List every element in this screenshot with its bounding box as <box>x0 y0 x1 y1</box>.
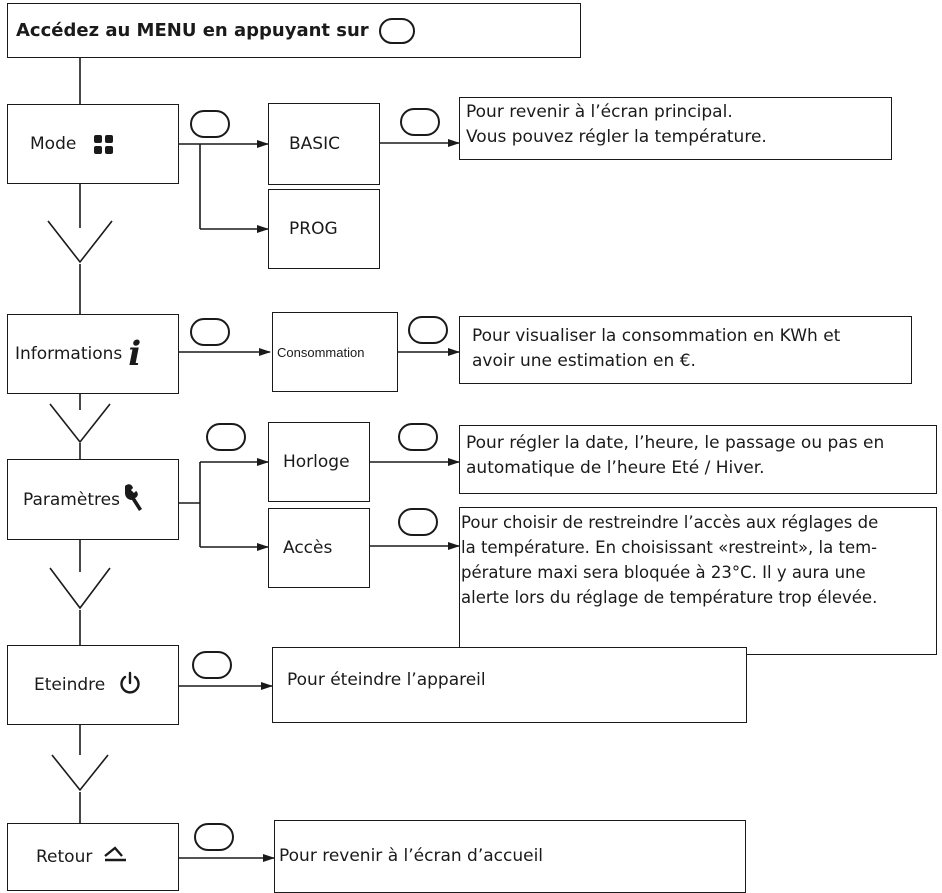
option-basic-label: BASIC <box>289 134 340 154</box>
description-line: Pour revenir à l’écran principal. <box>466 102 733 122</box>
menu-item-mode[interactable]: Mode <box>7 104 179 184</box>
oval-button-icon <box>398 508 438 536</box>
description-line: alerte lors du réglage de température tr… <box>461 588 878 607</box>
header-text: Accédez au MENU en appuyant sur <box>16 20 369 41</box>
menu-item-parametres-label: Paramètres <box>23 489 120 510</box>
description-line: la température. En choisissant «restrein… <box>461 538 878 557</box>
menu-item-informations-label: Informations <box>15 344 123 364</box>
description-line: Pour régler la date, l’heure, le passage… <box>466 433 885 453</box>
menu-item-retour[interactable]: Retour <box>7 823 179 891</box>
oval-button-icon <box>400 108 440 136</box>
oval-button-icon <box>190 318 230 346</box>
description-line: Pour éteindre l’appareil <box>287 670 486 690</box>
four-squares-icon <box>94 134 114 154</box>
description-line: automatique de l’heure Eté / Hiver. <box>466 458 765 478</box>
oval-button-icon <box>378 17 415 44</box>
oval-button-icon <box>192 651 232 679</box>
option-prog[interactable]: PROG <box>268 189 380 269</box>
oval-button-icon <box>194 823 234 851</box>
menu-item-parametres[interactable]: Paramètres <box>7 459 179 540</box>
oval-button-icon <box>408 316 448 344</box>
description-retour: Pour revenir à l’écran d’accueil <box>274 820 746 893</box>
menu-item-eteindre-label: Eteindre <box>34 675 106 695</box>
wrench-icon <box>122 483 144 517</box>
description-eteindre: Pour éteindre l’appareil <box>272 647 747 723</box>
description-line: Vous pouvez régler la température. <box>466 127 767 147</box>
return-arrow-icon <box>102 845 128 869</box>
description-basic: Pour revenir à l’écran principal. Vous p… <box>459 97 892 160</box>
oval-button-icon <box>398 423 438 451</box>
menu-item-informations[interactable]: Informations i <box>7 314 179 394</box>
description-horloge: Pour régler la date, l’heure, le passage… <box>459 425 937 494</box>
description-acces: Pour choisir de restreindre l’accès aux … <box>459 507 937 655</box>
option-prog-label: PROG <box>289 219 338 239</box>
menu-item-eteindre[interactable]: Eteindre <box>7 645 179 725</box>
description-line: Pour choisir de restreindre l’accès aux … <box>461 513 879 532</box>
power-icon <box>117 670 143 700</box>
oval-button-icon <box>206 423 246 451</box>
description-line: Pour visualiser la consommation en KWh e… <box>472 326 841 346</box>
option-acces[interactable]: Accès <box>268 508 370 588</box>
option-consommation[interactable]: Consommation <box>272 312 398 392</box>
option-consommation-label: Consommation <box>277 344 365 360</box>
oval-button-icon <box>190 110 230 138</box>
option-acces-label: Accès <box>283 538 333 558</box>
option-horloge-label: Horloge <box>283 452 350 472</box>
description-line: pérature maxi sera bloquée à 23°C. Il y … <box>461 563 866 582</box>
description-consommation: Pour visualiser la consommation en KWh e… <box>459 316 912 384</box>
italic-i-icon: i <box>128 334 142 374</box>
description-line: avoir une estimation en €. <box>472 351 696 371</box>
menu-item-mode-label: Mode <box>30 134 77 154</box>
option-horloge[interactable]: Horloge <box>268 422 370 502</box>
description-line: Pour revenir à l’écran d’accueil <box>279 846 544 866</box>
menu-item-retour-label: Retour <box>36 847 93 867</box>
option-basic[interactable]: BASIC <box>268 103 380 185</box>
header-box: Accédez au MENU en appuyant sur <box>7 3 581 58</box>
